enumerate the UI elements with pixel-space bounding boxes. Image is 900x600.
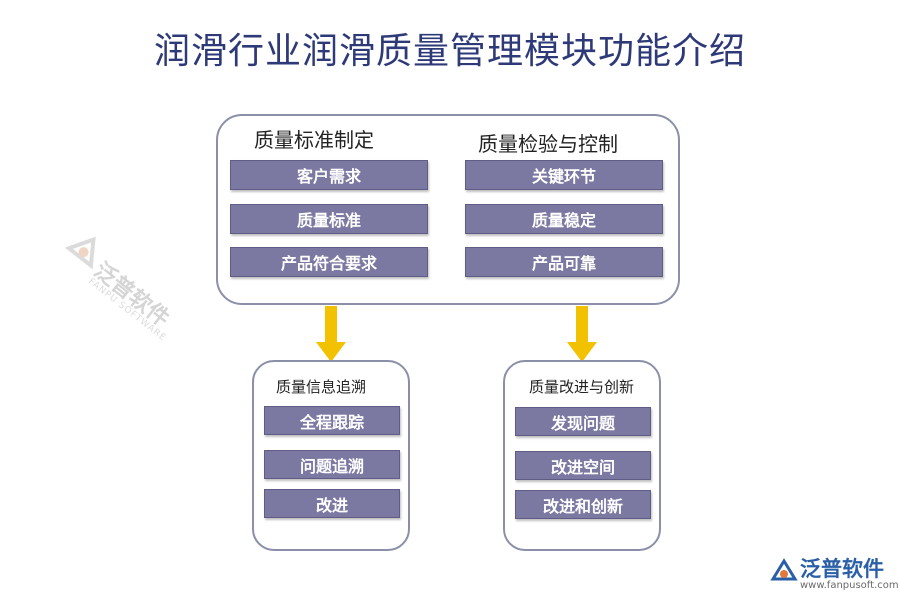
item-customer-demand: 客户需求 xyxy=(230,160,428,190)
logo-url: www.fanpusoft.com xyxy=(800,580,899,591)
page-title: 润滑行业润滑质量管理模块功能介绍 xyxy=(153,31,746,72)
arrow-down-icon xyxy=(567,306,597,362)
top-panel: 质量标准制定 质量检验与控制 客户需求 质量标准 产品符合要求 关键环节 质量稳… xyxy=(216,114,680,305)
arrow-down-icon xyxy=(316,306,346,362)
item-product-compliance: 产品符合要求 xyxy=(230,247,428,277)
traceability-panel: 质量信息追溯 全程跟踪 问题追溯 改进 xyxy=(252,360,410,551)
item-product-reliable: 产品可靠 xyxy=(465,247,663,277)
item-key-link: 关键环节 xyxy=(465,160,663,190)
item-problem-trace: 问题追溯 xyxy=(264,450,400,479)
item-improve-innovate: 改进和创新 xyxy=(515,490,651,519)
logo-brand: 泛普软件 xyxy=(800,557,884,581)
section-heading-traceability: 质量信息追溯 xyxy=(276,378,367,396)
section-heading-standard: 质量标准制定 xyxy=(254,128,374,152)
watermark: 泛普软件 FANPU SOFTWARE xyxy=(0,216,215,433)
item-full-tracking: 全程跟踪 xyxy=(264,406,400,435)
fanpu-logo-icon xyxy=(770,558,798,581)
item-quality-stable: 质量稳定 xyxy=(465,204,663,234)
fanpu-watermark-icon xyxy=(64,236,96,270)
section-heading-improvement: 质量改进与创新 xyxy=(529,378,635,396)
section-heading-inspection: 质量检验与控制 xyxy=(478,132,618,156)
item-find-problems: 发现问题 xyxy=(515,407,651,436)
improvement-panel: 质量改进与创新 发现问题 改进空间 改进和创新 xyxy=(503,360,661,551)
item-quality-standard: 质量标准 xyxy=(230,204,428,234)
fanpu-logo: 泛普软件 www.fanpusoft.com xyxy=(770,553,899,595)
item-improvement-space: 改进空间 xyxy=(515,451,651,480)
item-improve: 改进 xyxy=(264,489,400,518)
